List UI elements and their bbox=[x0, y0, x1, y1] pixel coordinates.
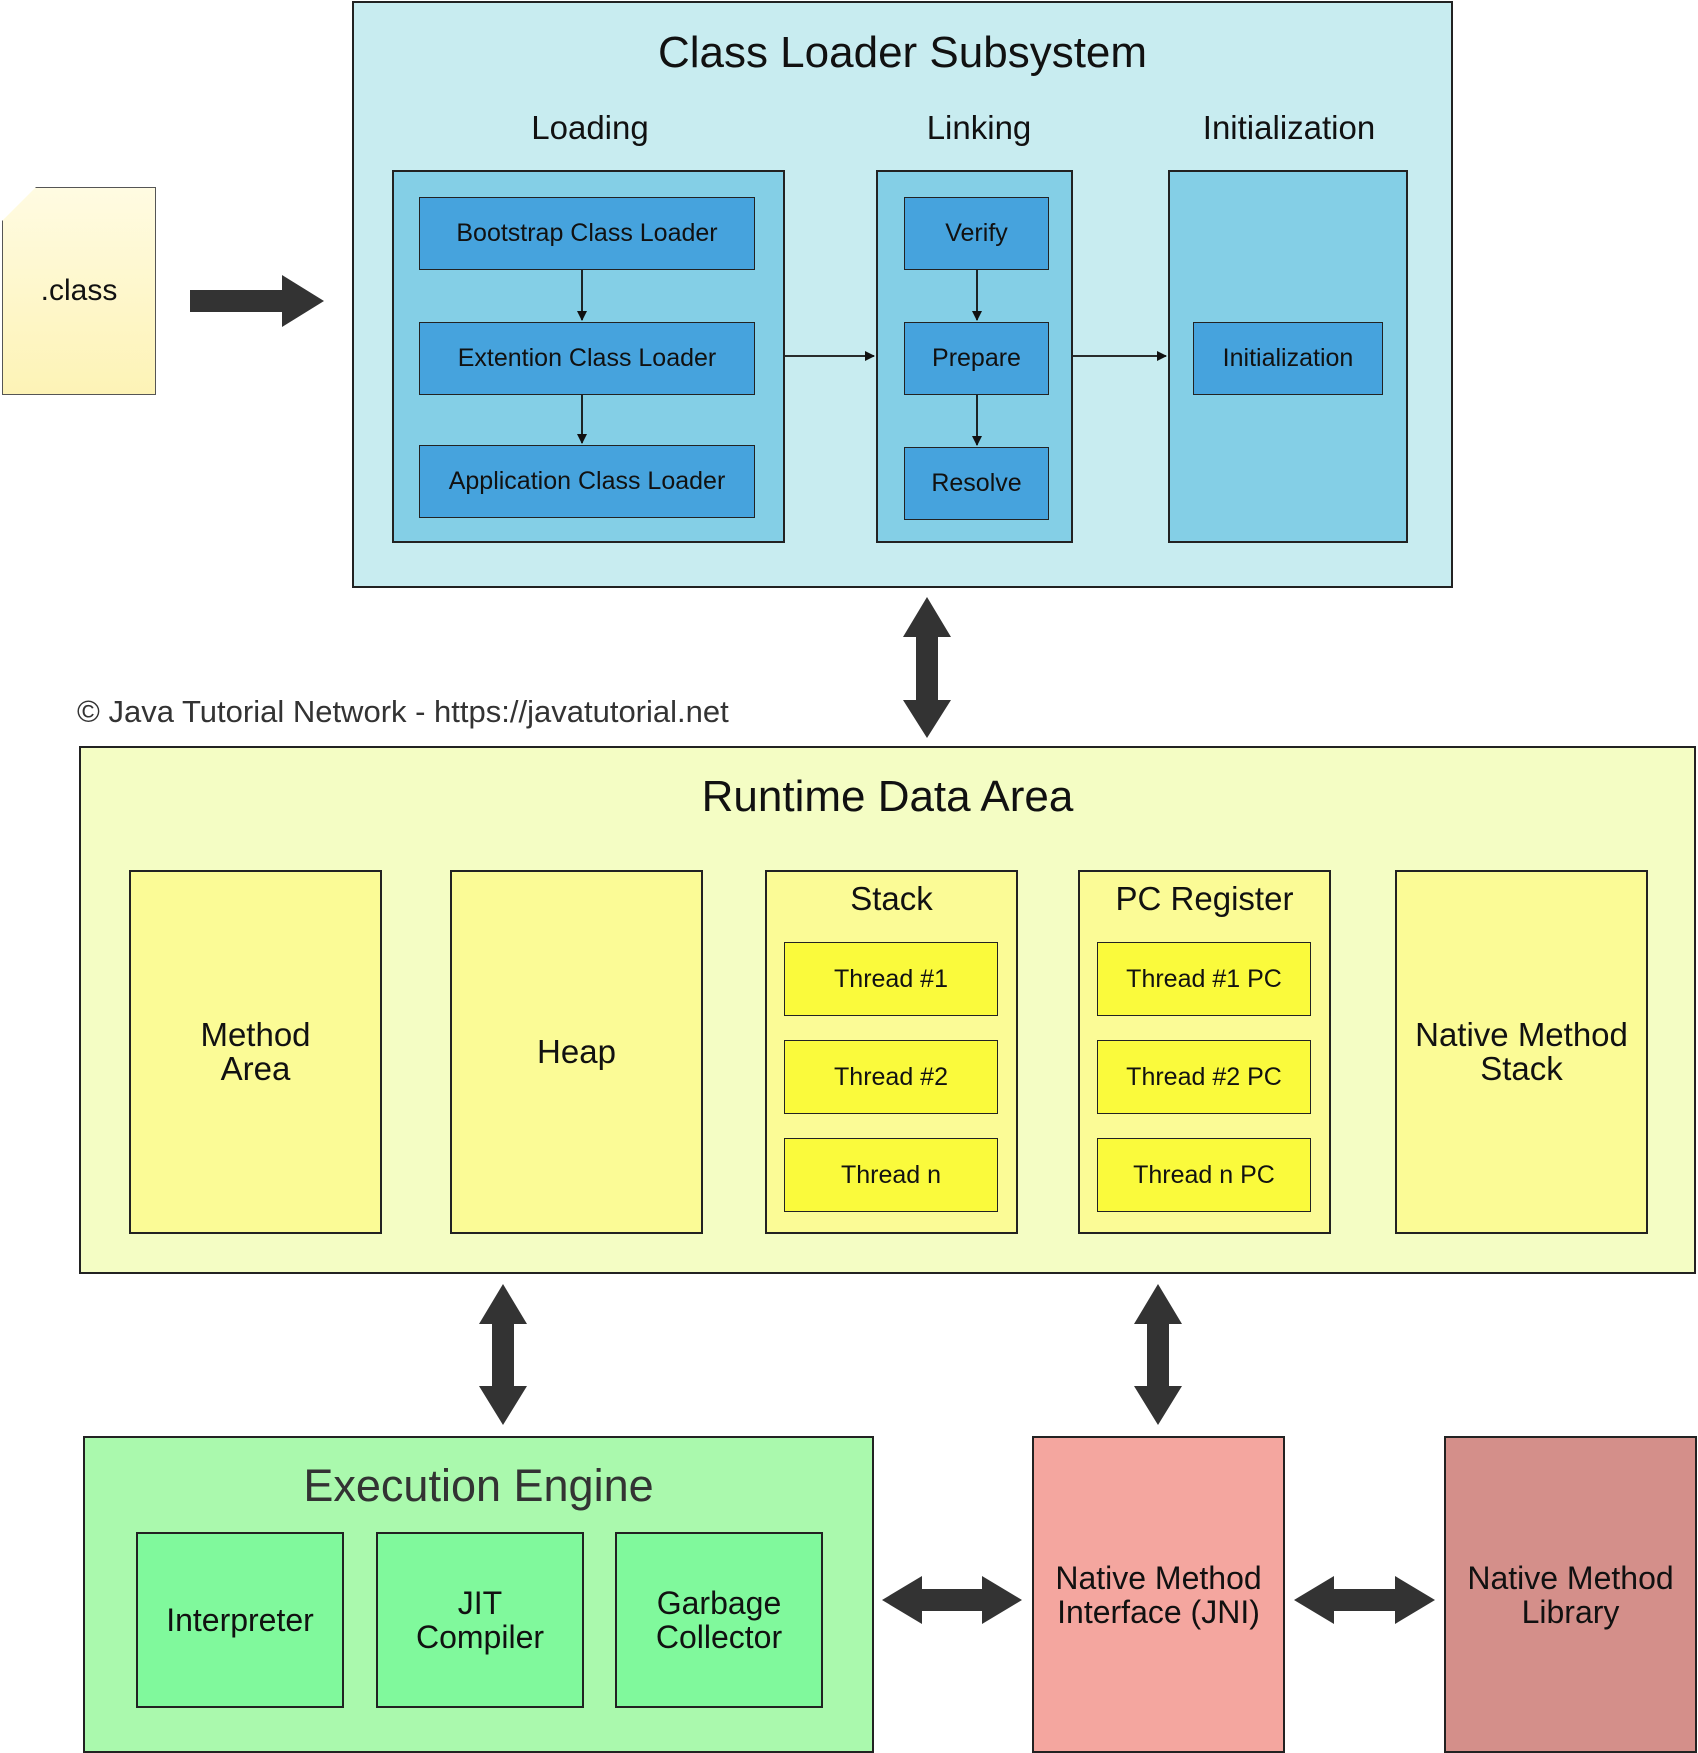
arrow-execution-jni bbox=[882, 1576, 1022, 1624]
verify-step: Verify bbox=[904, 197, 1049, 270]
native-method-stack: Native Method Stack bbox=[1395, 870, 1648, 1234]
prepare-step: Prepare bbox=[904, 322, 1049, 395]
pc-register-title: PC Register bbox=[1115, 880, 1294, 917]
method-area: Method Area bbox=[129, 870, 382, 1234]
stack-thread-2: Thread #2 bbox=[784, 1040, 998, 1114]
bootstrap-class-loader: Bootstrap Class Loader bbox=[419, 197, 755, 270]
pc-thread-1: Thread #1 PC bbox=[1097, 942, 1311, 1016]
initialization-heading: Initialization bbox=[1202, 109, 1376, 146]
heap: Heap bbox=[450, 870, 703, 1234]
jit-compiler: JIT Compiler bbox=[376, 1532, 584, 1708]
arrow-jni-library bbox=[1294, 1576, 1435, 1624]
pc-thread-2: Thread #2 PC bbox=[1097, 1040, 1311, 1114]
stack-title: Stack bbox=[850, 880, 933, 917]
arrow-runtime-jni bbox=[1134, 1284, 1182, 1425]
interpreter: Interpreter bbox=[136, 1532, 344, 1708]
execution-engine-title: Execution Engine bbox=[303, 1460, 654, 1511]
arrow-runtime-execution bbox=[479, 1284, 527, 1425]
linking-heading: Linking bbox=[926, 109, 1032, 146]
class-file-icon: .class bbox=[2, 187, 156, 395]
initialization-step: Initialization bbox=[1193, 322, 1383, 395]
stack-thread-n: Thread n bbox=[784, 1138, 998, 1212]
pc-thread-n: Thread n PC bbox=[1097, 1138, 1311, 1212]
extension-class-loader: Extention Class Loader bbox=[419, 322, 755, 395]
class-file-label: .class bbox=[40, 274, 118, 307]
native-method-library: Native Method Library bbox=[1444, 1436, 1697, 1753]
resolve-step: Resolve bbox=[904, 447, 1049, 520]
arrow-class-to-loader bbox=[190, 275, 324, 327]
copyright-text: © Java Tutorial Network - https://javatu… bbox=[77, 694, 729, 729]
arrow-loader-runtime bbox=[903, 597, 951, 738]
stack-thread-1: Thread #1 bbox=[784, 942, 998, 1016]
application-class-loader: Application Class Loader bbox=[419, 445, 755, 518]
garbage-collector: Garbage Collector bbox=[615, 1532, 823, 1708]
runtime-title: Runtime Data Area bbox=[701, 772, 1074, 821]
loading-heading: Loading bbox=[531, 109, 649, 146]
native-method-interface: Native Method Interface (JNI) bbox=[1032, 1436, 1285, 1753]
class-loader-title: Class Loader Subsystem bbox=[657, 28, 1148, 77]
